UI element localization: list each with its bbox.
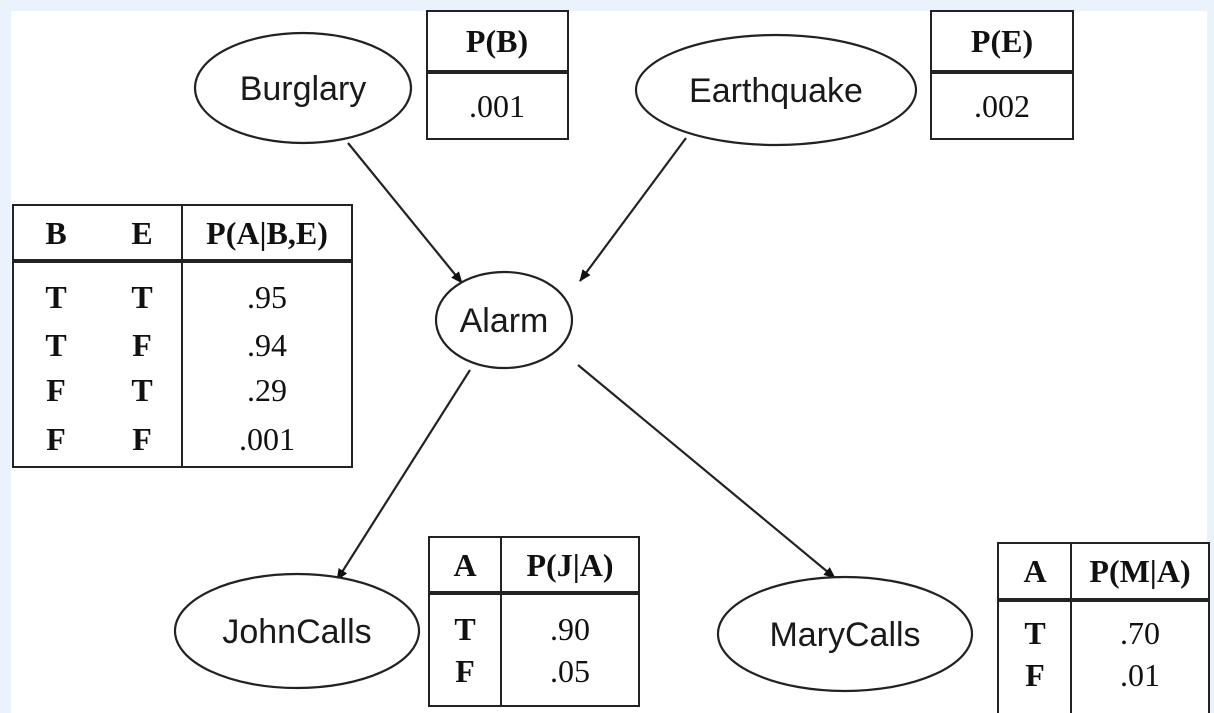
cpt-alarm-cell: .001 [239,421,295,457]
cpt-johncalls-header-a: A [453,547,476,583]
cpt-marycalls-cell: .70 [1120,615,1160,651]
node-alarm-label: Alarm [460,302,549,340]
cpt-earthquake: P(E) .002 [930,10,1074,140]
node-marycalls: MaryCalls [716,575,974,693]
cpt-alarm-cell: .94 [247,327,287,363]
cpt-earthquake-value: .002 [974,88,1030,124]
cpt-johncalls-cell: T [454,611,475,647]
cpt-alarm-cell: F [46,421,66,457]
cpt-marycalls-cell: .01 [1120,657,1160,693]
cpt-burglary-value: .001 [469,88,525,124]
node-burglary: Burglary [193,31,413,145]
cpt-alarm-cell: F [46,372,66,408]
cpt-burglary-header: P(B) [466,23,528,59]
edge-burglary-alarm [347,142,463,284]
cpt-alarm: B E P(A|B,E) T T .95 T F .94 F T .29 F F… [12,204,353,468]
node-earthquake-label: Earthquake [689,72,863,110]
edge-alarm-marycalls [577,364,836,579]
cpt-johncalls-header-p: P(J|A) [526,547,613,583]
edge-earthquake-alarm [579,137,687,282]
cpt-alarm-cell: .29 [247,372,287,408]
cpt-alarm-header-e: E [131,215,152,251]
cpt-alarm-cell: T [45,327,66,363]
node-johncalls: JohnCalls [173,572,421,690]
cpt-johncalls-cell: .05 [550,653,590,689]
node-johncalls-label: JohnCalls [222,613,371,651]
node-burglary-label: Burglary [240,70,367,108]
edge-alarm-johncalls [336,369,471,581]
cpt-alarm-cell: T [131,372,152,408]
cpt-alarm-cell: F [132,421,152,457]
node-alarm: Alarm [434,270,574,370]
node-marycalls-label: MaryCalls [769,616,920,654]
cpt-alarm-header-b: B [45,215,66,251]
cpt-johncalls-cell: .90 [550,611,590,647]
cpt-marycalls-cell: F [1025,657,1045,693]
cpt-marycalls-header-p: P(M|A) [1089,553,1190,589]
cpt-johncalls-cell: F [455,653,475,689]
cpt-alarm-cell: .95 [247,279,287,315]
cpt-marycalls-header-a: A [1023,553,1046,589]
cpt-marycalls-cell: T [1024,615,1045,651]
node-earthquake: Earthquake [634,33,918,147]
cpt-alarm-header-p: P(A|B,E) [206,215,328,251]
cpt-alarm-cell: T [131,279,152,315]
cpt-alarm-cell: F [132,327,152,363]
cpt-earthquake-header: P(E) [971,23,1033,59]
cpt-johncalls: A P(J|A) T .90 F .05 [428,536,640,707]
cpt-marycalls: A P(M|A) T .70 F .01 [997,542,1210,713]
diagram-canvas: Burglary Earthquake Alarm JohnCalls Mary… [11,10,1210,713]
cpt-burglary: P(B) .001 [426,10,569,140]
cpt-alarm-cell: T [45,279,66,315]
